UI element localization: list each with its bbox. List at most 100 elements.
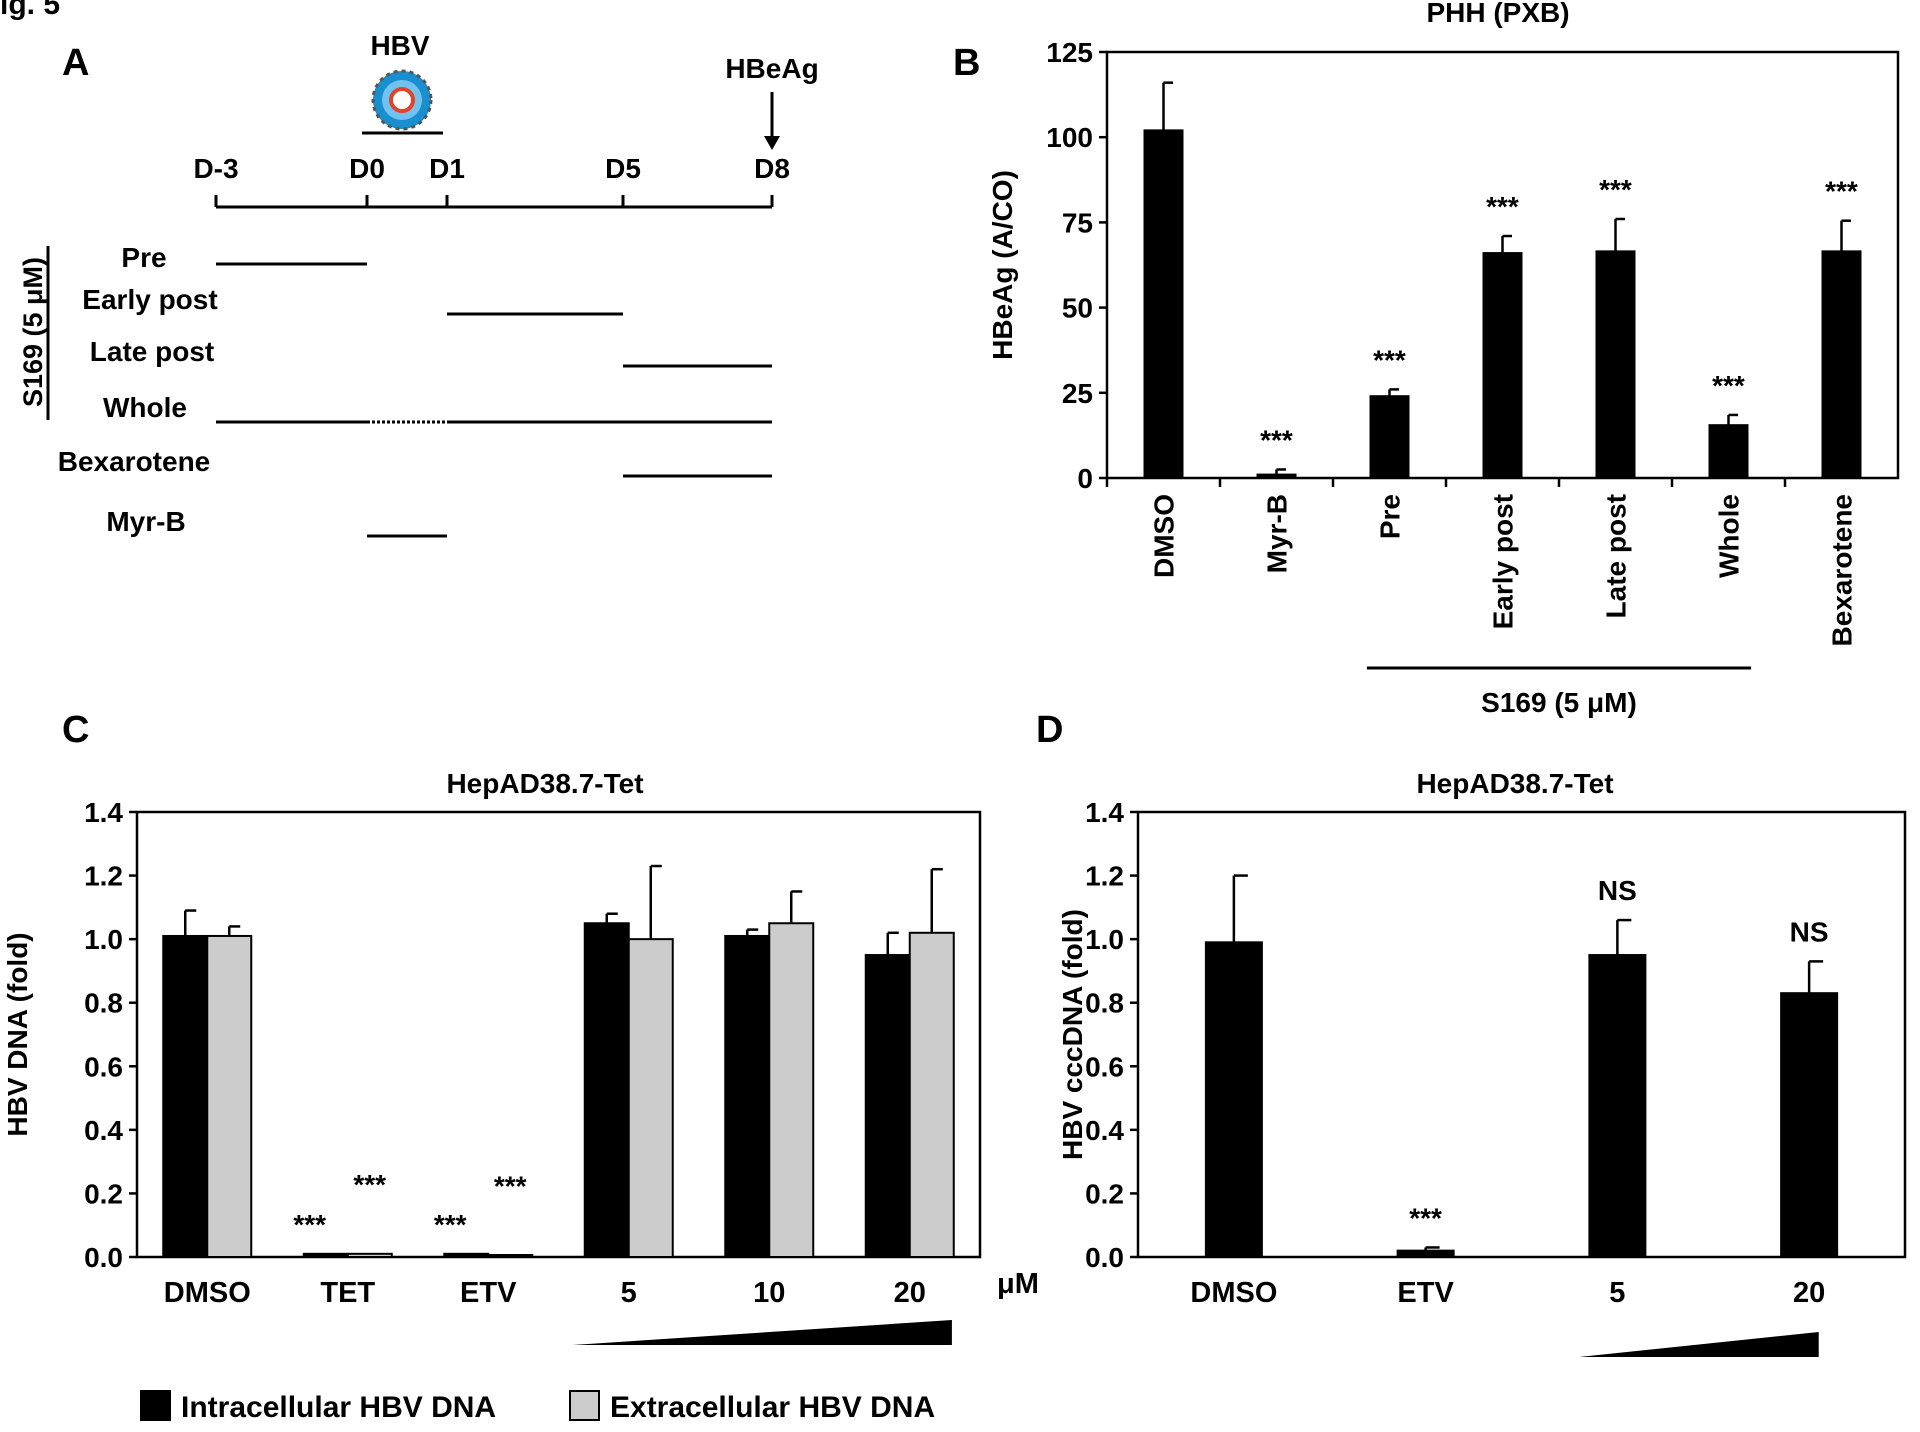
bar-early-post bbox=[1482, 252, 1523, 479]
y-axis-label: HBV cccDNA (fold) bbox=[1057, 909, 1088, 1160]
plot-frame bbox=[1136, 810, 1907, 1259]
x-category-label: Early post bbox=[1488, 494, 1519, 629]
x-category-label: Bexarotene bbox=[1827, 494, 1858, 647]
treatment-label-late-post: Late post bbox=[90, 336, 214, 367]
chart-title: HepAD38.7-Tet bbox=[1416, 768, 1613, 799]
x-category-label: ETV bbox=[460, 1277, 517, 1309]
y-tick-label: 0.6 bbox=[1085, 1051, 1124, 1082]
timeline-day-label: D-3 bbox=[193, 153, 238, 184]
panel-b-letter: B bbox=[953, 42, 980, 84]
panel-d-letter: D bbox=[1036, 709, 1063, 751]
significance-label: *** bbox=[494, 1170, 527, 1201]
significance-label: *** bbox=[1409, 1202, 1442, 1233]
group-label-a: S169 (5 μM) bbox=[18, 257, 48, 407]
panel-c-chart: C HepAD38.7-Tet0.00.20.40.60.81.01.21.4H… bbox=[2, 709, 1039, 1424]
bar-pre bbox=[1369, 395, 1410, 480]
timeline-day-label: D0 bbox=[349, 153, 385, 184]
x-category-label: Pre bbox=[1375, 494, 1406, 539]
significance-label: *** bbox=[353, 1169, 386, 1200]
plot-frame bbox=[135, 810, 982, 1259]
y-tick-label: 0.2 bbox=[1085, 1178, 1124, 1209]
panel-c-letter: C bbox=[62, 709, 89, 751]
y-axis-label: HBeAg (A/CO) bbox=[987, 170, 1018, 360]
y-tick-label: 0.4 bbox=[1085, 1115, 1124, 1146]
x-category-label: TET bbox=[320, 1277, 375, 1309]
y-tick-label: 0.0 bbox=[84, 1242, 123, 1273]
y-tick-label: 0.8 bbox=[1085, 988, 1124, 1019]
bar-tet-s2 bbox=[346, 1252, 393, 1258]
significance-label: *** bbox=[1599, 174, 1632, 205]
y-tick-label: 0 bbox=[1077, 463, 1093, 494]
x-category-label: Late post bbox=[1601, 494, 1632, 618]
timeline-day-label: D5 bbox=[605, 153, 641, 184]
y-tick-label: 1.2 bbox=[1085, 861, 1124, 892]
y-tick-label: 125 bbox=[1046, 37, 1093, 68]
x-category-label: DMSO bbox=[1149, 494, 1180, 578]
y-tick-label: 1.2 bbox=[84, 861, 123, 892]
significance-label: *** bbox=[1712, 370, 1745, 401]
concentration-wedge bbox=[572, 1320, 952, 1345]
bar-10-s2 bbox=[768, 922, 815, 1258]
x-category-label: 5 bbox=[1609, 1277, 1625, 1309]
x-category-label: Myr-B bbox=[1262, 494, 1293, 573]
significance-label: *** bbox=[434, 1209, 467, 1240]
treatment-label-early-post: Early post bbox=[82, 284, 217, 315]
panel-d-chart: D HepAD38.7-Tet 0.0 0.2 0.4 0.6 0.8 1.0 1.2 1.4H… bbox=[1036, 709, 1907, 1357]
x-category-label: ETV bbox=[1397, 1277, 1454, 1309]
bar-tet-s1 bbox=[302, 1252, 349, 1258]
readout-arrowhead bbox=[764, 136, 780, 150]
x-category-label: 20 bbox=[1793, 1277, 1825, 1309]
x-category-label: 20 bbox=[894, 1277, 926, 1309]
significance-label: *** bbox=[1825, 176, 1858, 207]
bar-etv-s1 bbox=[443, 1252, 490, 1258]
y-tick-label: 0.6 bbox=[84, 1051, 123, 1082]
bar-dmso bbox=[1204, 941, 1263, 1258]
significance-label: *** bbox=[293, 1209, 326, 1240]
y-tick-label: 25 bbox=[1062, 378, 1093, 409]
y-tick-label: 100 bbox=[1046, 122, 1093, 153]
y-tick-label: 50 bbox=[1062, 293, 1093, 324]
bar-dmso-s1 bbox=[162, 934, 209, 1258]
treatment-label-bexarotene: Bexarotene bbox=[58, 446, 211, 477]
bar-dmso bbox=[1143, 129, 1184, 479]
chart-title: HepAD38.7-Tet bbox=[446, 768, 643, 799]
significance-label: *** bbox=[1486, 191, 1519, 222]
treatment-label-myr-b: Myr-B bbox=[106, 506, 185, 537]
significance-label: NS bbox=[1790, 916, 1829, 947]
y-tick-label: 0.4 bbox=[84, 1115, 123, 1146]
y-tick-label: 1.0 bbox=[1085, 924, 1124, 955]
bar-5-s2 bbox=[627, 938, 674, 1259]
chart-title: PHH (PXB) bbox=[1426, 0, 1569, 28]
treatment-label-pre: Pre bbox=[121, 242, 166, 273]
x-category-label: Whole bbox=[1714, 494, 1745, 578]
bar-20-s1 bbox=[864, 954, 911, 1258]
significance-label: *** bbox=[1373, 344, 1406, 375]
timeline-day-label: D1 bbox=[429, 153, 465, 184]
figure-title: ig. 5 bbox=[0, 0, 60, 21]
unit-label: μM bbox=[997, 1268, 1039, 1300]
bar-etv-s2 bbox=[487, 1254, 534, 1258]
legend-swatch-intracellular bbox=[140, 1390, 171, 1421]
y-tick-label: 1.4 bbox=[1085, 797, 1124, 828]
y-tick-label: 75 bbox=[1062, 207, 1093, 238]
bar-10-s1 bbox=[724, 934, 771, 1258]
y-tick-label: 0.0 bbox=[1085, 1242, 1124, 1273]
bar-myr-b bbox=[1256, 473, 1297, 480]
y-tick-label: 1.0 bbox=[84, 924, 123, 955]
x-category-label: 5 bbox=[621, 1277, 637, 1309]
significance-label: NS bbox=[1598, 875, 1637, 906]
bar-whole bbox=[1708, 424, 1749, 479]
bar-5 bbox=[1588, 954, 1647, 1258]
virus-particle-icon bbox=[371, 69, 433, 131]
x-category-label: 10 bbox=[753, 1277, 785, 1309]
bar-bexarotene bbox=[1821, 250, 1862, 479]
y-tick-label: 0.8 bbox=[84, 988, 123, 1019]
y-tick-label: 1.4 bbox=[84, 797, 123, 828]
legend-label-extracellular: Extracellular HBV DNA bbox=[610, 1391, 935, 1424]
bar-20 bbox=[1780, 992, 1839, 1259]
virus-label: HBV bbox=[370, 30, 429, 61]
y-tick-label: 0.2 bbox=[84, 1178, 123, 1209]
